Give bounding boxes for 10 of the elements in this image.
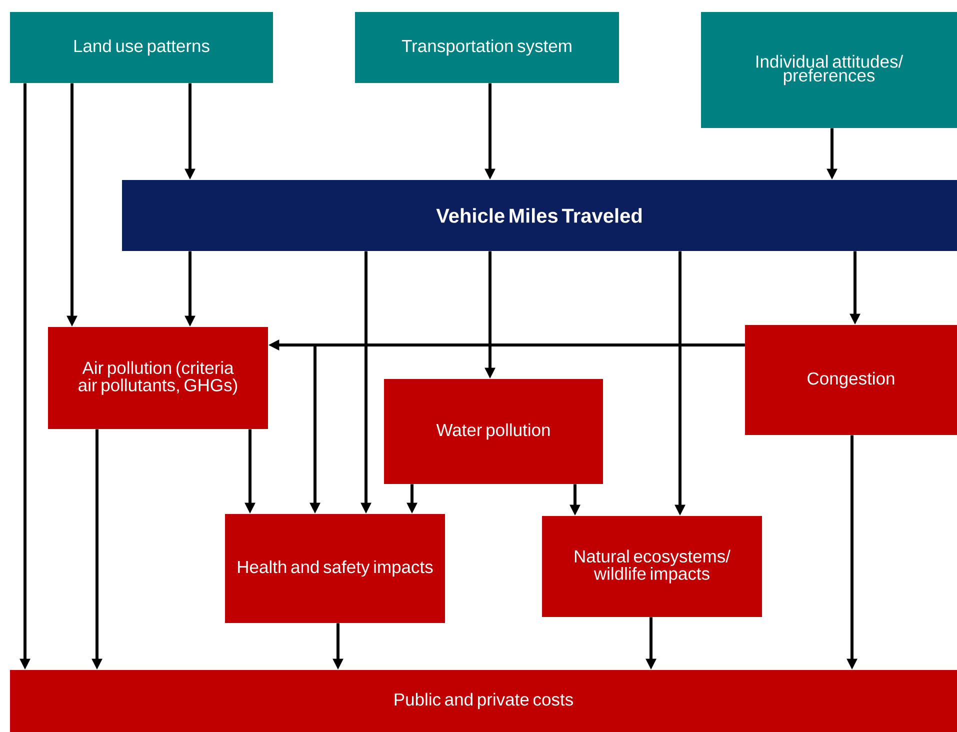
impact-box: Water pollution [384, 379, 603, 484]
input-box: Land use patterns [10, 12, 273, 83]
impact-box: Health and safety impacts [225, 514, 445, 623]
central-bar: Vehicle Miles Traveled [122, 180, 957, 251]
impact-box: Congestion [745, 325, 957, 435]
impact-box: Natural ecosystems/ wildlife impacts [542, 516, 762, 617]
impact-box: Air pollution (criteria air pollutants, GHGs) [48, 327, 268, 429]
input-box: Individual attitudes/ preferences [701, 12, 957, 128]
input-box: Transportation system [355, 12, 619, 83]
cost-bar: Public and private costs [10, 670, 957, 732]
